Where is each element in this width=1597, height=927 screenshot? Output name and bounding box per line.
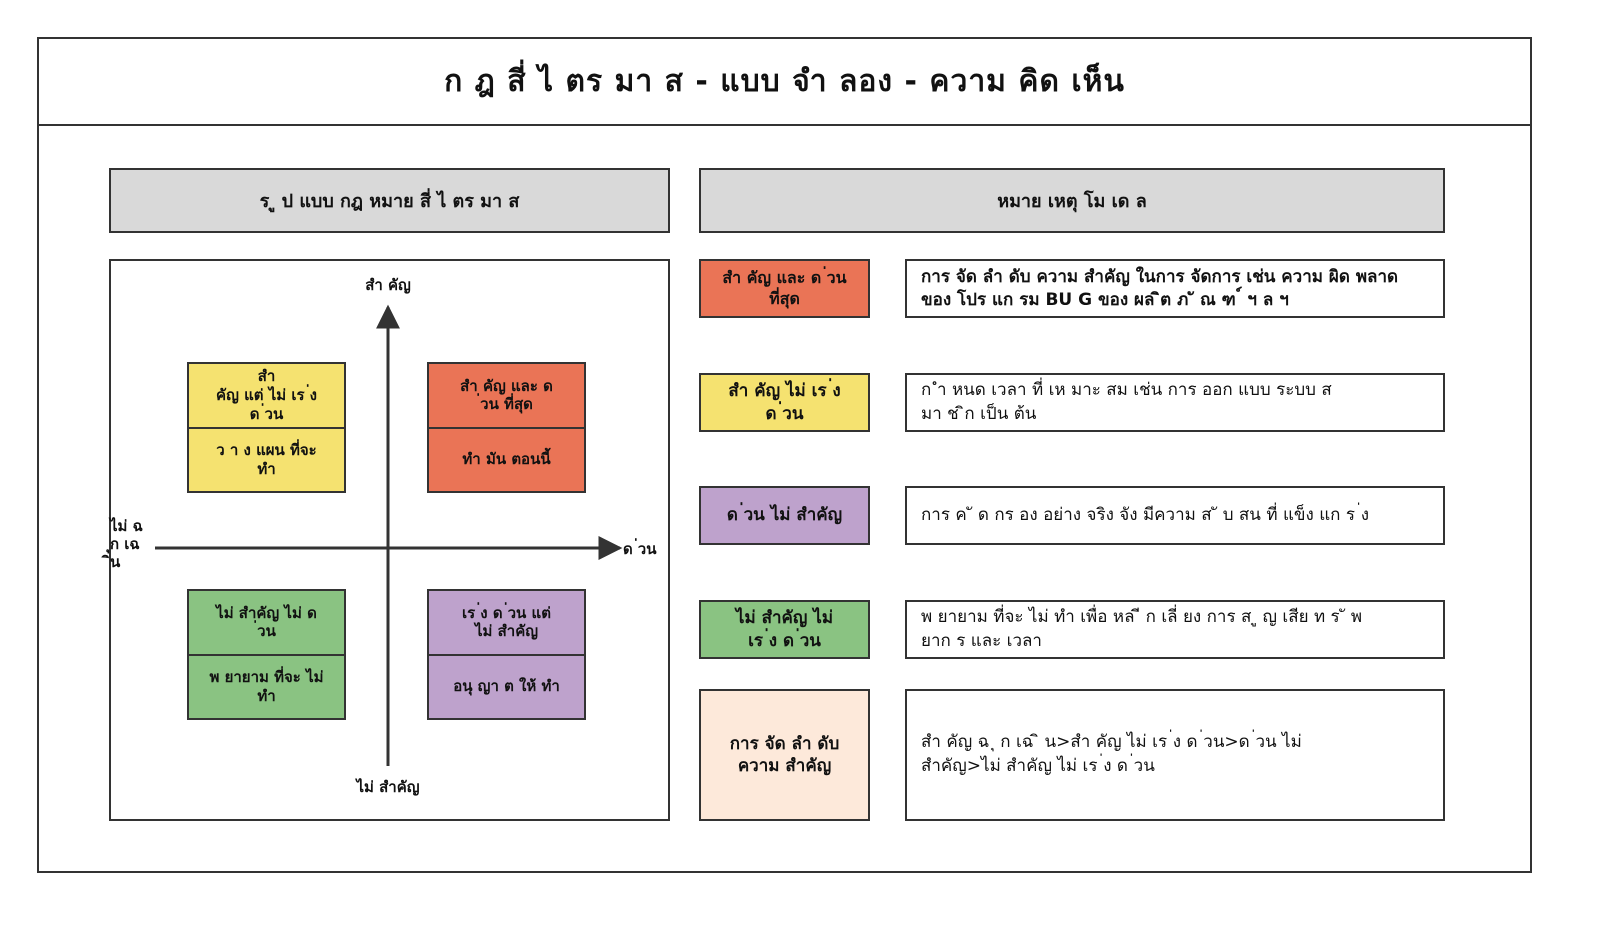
legend-desc-priority-order: สำ คัญ ฉ ุ ก เฉ ิ น>สำ คัญ ไม่ เร ่ง ด ่… — [905, 689, 1445, 821]
quadrant-label: ไม่ สำคัญ ไม่ ด ่วน — [189, 591, 344, 656]
quadrant-label: สำ คัญ แต่ ไม่ เร ่ง ด ่วน — [189, 364, 344, 429]
title-bar: ก ฎ สี่ ไ ตร มา ส - แบบ จำ ลอง - ความ คิ… — [39, 39, 1530, 126]
quadrant-action: ว า ง แผน ที่จะ ทำ — [216, 441, 317, 478]
axis-label-not-important: ไม่ สำคัญ — [356, 778, 420, 796]
quadrant-urgent-not-important: เร ่ง ด ่วน แต่ ไม่ สำคัญ อนุ ญา ต ให้ ท… — [427, 589, 586, 720]
axis-label-urgent: ด ่วน — [623, 540, 657, 558]
quadrant-not-important-not-urgent: ไม่ สำคัญ ไม่ ด ่วน พ ยายาม ที่จะ ไม่ ทำ — [187, 589, 346, 720]
page-title: ก ฎ สี่ ไ ตร มา ส - แบบ จำ ลอง - ความ คิ… — [444, 64, 1125, 99]
legend-header: หมาย เหตุ โม เด ล — [699, 168, 1445, 233]
quadrant-action: พ ยายาม ที่จะ ไม่ ทำ — [209, 668, 324, 705]
legend-desc-important-not-urgent: ก ำ หนด เวลา ที่ เห มาะ สม เช่น การ ออก … — [905, 373, 1445, 432]
legend-desc-not-important-not-urgent: พ ยายาม ที่จะ ไม่ ทำ เพื่อ หล ี ก เลี่ ย… — [905, 600, 1445, 659]
legend-desc-urgent-not-important: การ ค ั ด กร อง อย่าง จริง จัง มีความ ส … — [905, 486, 1445, 545]
diagram-frame: ก ฎ สี่ ไ ตร มา ส - แบบ จำ ลอง - ความ คิ… — [37, 37, 1532, 873]
axis-label-not-urgent: ไม่ ฉ ุก เฉ ิน — [110, 517, 143, 571]
legend-tag-priority-order: การ จัด ลำ ดับ ความ สำคัญ — [699, 689, 870, 821]
quadrant-important-urgent: สำ คัญ และ ด ่วน ที่สุด ทำ มัน ตอนนี้ — [427, 362, 586, 493]
matrix-header: ร ู ป แบบ กฎ หมาย สี่ ไ ตร มา ส — [109, 168, 670, 233]
legend-tag-not-important-not-urgent: ไม่ สำคัญ ไม่ เร ่ง ด ่วน — [699, 600, 870, 659]
quadrant-label: เร ่ง ด ่วน แต่ ไม่ สำคัญ — [429, 591, 584, 656]
quadrant-label: สำ คัญ และ ด ่วน ที่สุด — [429, 364, 584, 429]
axis-label-important: สำ คัญ — [365, 276, 411, 294]
quadrant-action: อนุ ญา ต ให้ ทำ — [453, 677, 560, 696]
legend-tag-important-urgent: สำ คัญ และ ด ่วน ที่สุด — [699, 259, 870, 318]
quadrant-action: ทำ มัน ตอนนี้ — [462, 450, 551, 469]
legend-tag-important-not-urgent: สำ คัญ ไม่ เร ่ง ด ่วน — [699, 373, 870, 432]
matrix-header-text: ร ู ป แบบ กฎ หมาย สี่ ไ ตร มา ส — [259, 191, 520, 212]
quadrant-important-not-urgent: สำ คัญ แต่ ไม่ เร ่ง ด ่วน ว า ง แผน ที่… — [187, 362, 346, 493]
legend-tag-urgent-not-important: ด ่วน ไม่ สำคัญ — [699, 486, 870, 545]
legend-header-text: หมาย เหตุ โม เด ล — [997, 191, 1147, 212]
legend-desc-important-urgent: การ จัด ลำ ดับ ความ สำคัญ ในการ จัดการ เ… — [905, 259, 1445, 318]
